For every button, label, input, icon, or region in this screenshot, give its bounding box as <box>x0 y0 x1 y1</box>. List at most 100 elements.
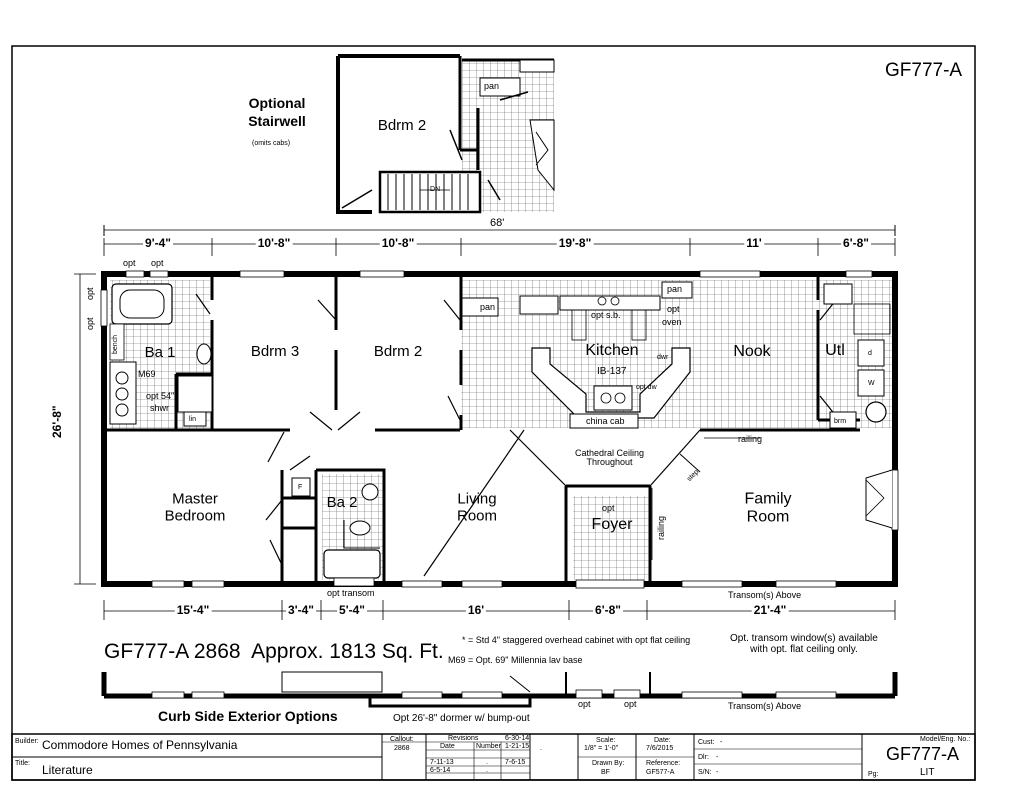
overall-width-dimension: 68' <box>490 217 505 229</box>
tb-reference-value: GF577-A <box>646 769 675 776</box>
tb-rev-number-head: Number <box>476 743 501 750</box>
bottom-dim-1: 15'-4" <box>174 603 212 617</box>
tb-callout-label: Callout: <box>390 736 414 743</box>
annot-opt54: opt 54" <box>146 391 175 401</box>
tb-callout-value: 2868 <box>394 745 410 752</box>
bottom-dim-3: 5'-4" <box>337 603 367 617</box>
exterior-strip <box>101 671 898 708</box>
room-nook: Nook <box>733 343 771 361</box>
annot-pan-right: pan <box>667 284 683 294</box>
annot-oven: oven <box>662 317 682 327</box>
depth-dimension: 26'-8" <box>50 403 64 440</box>
title-block <box>11 733 976 781</box>
annot-w: W <box>868 380 875 387</box>
tb-reference-label: Reference: <box>646 760 681 767</box>
tb-dlr-label: Dlr: <box>698 754 709 761</box>
tb-dlr-value: - <box>716 754 719 761</box>
tb-rev-dot-1: . <box>486 759 488 766</box>
room-ba2: Ba 2 <box>326 493 358 511</box>
top-dim-6: 6'-8" <box>841 236 871 250</box>
tb-builder-label: Builder: <box>15 738 39 745</box>
top-dim-4: 19'-8" <box>556 236 594 250</box>
note-m69: M69 = Opt. 69" Millennia lav base <box>448 655 583 665</box>
stairwell-title: Optional Stairwell <box>248 95 306 130</box>
tb-sn-value: - <box>716 769 719 776</box>
tb-rev-right-1: 6-30-14 <box>505 735 530 742</box>
tb-builder-value: Commodore Homes of Pennsylvania <box>42 738 238 752</box>
stairwell-down-label: DN <box>430 186 441 193</box>
model-code: GF777-A <box>885 60 963 81</box>
tb-date-value: 7/6/2015 <box>646 745 674 752</box>
room-bdrm3: Bdrm 3 <box>250 342 300 360</box>
main-plan <box>100 270 899 589</box>
top-dim-3: 10'-8" <box>379 236 417 250</box>
annot-opt-transom: opt transom <box>327 588 375 598</box>
exterior-dormer-note: Opt 26'-8" dormer w/ bump-out <box>393 713 530 724</box>
top-dim-1: 9'-4" <box>143 236 173 250</box>
annot-shwr: shwr <box>150 403 170 413</box>
stairwell-subtitle: (omits cabs) <box>252 140 291 147</box>
exterior-transom-above: Transom(s) Above <box>728 701 802 711</box>
plan-headline: GF777-A 2868 Approx. 1813 Sq. Ft. <box>104 640 444 663</box>
note-cabinet: * = Std 4" staggered overhead cabinet wi… <box>462 635 691 645</box>
tb-rev-right-2: 1-21-15 <box>505 743 530 750</box>
annot-opt-a: opt <box>123 258 136 268</box>
tb-scale-label: Scale: <box>596 737 616 744</box>
stairwell-bedroom-label: Bdrm 2 <box>377 116 427 134</box>
tb-title-value: Literature <box>42 763 93 777</box>
annot-dwr: dwr <box>657 354 669 361</box>
tb-scale-value: 1/8" = 1'-0" <box>584 745 619 752</box>
kitchen-code: IB-137 <box>597 366 627 377</box>
tb-title-label: Title: <box>15 760 30 767</box>
annot-transom-above: Transom(s) Above <box>728 590 802 600</box>
tb-sn-label: S/N: <box>698 769 712 776</box>
annot-railing-top: railing <box>738 434 763 444</box>
stairwell-inset <box>336 54 555 214</box>
annot-pan-left: pan <box>480 302 496 312</box>
exterior-opt-left: opt <box>578 699 591 709</box>
exterior-opt-right: opt <box>624 699 637 709</box>
bottom-dim-4: 16' <box>465 603 487 617</box>
tb-pg-value: LIT <box>920 767 935 778</box>
annot-opt-dw: opt dw <box>636 384 657 391</box>
tb-cust-value: - <box>720 739 723 746</box>
room-ba1: Ba 1 <box>144 343 176 361</box>
annot-opt-oven: opt <box>667 304 680 314</box>
tb-rev-dot-2: . <box>486 767 488 774</box>
annot-china-cab: china cab <box>586 416 625 426</box>
annot-lin: lin <box>189 416 197 423</box>
annot-bench: bench <box>112 334 119 354</box>
tb-rev-dot-3: . <box>540 745 542 752</box>
room-bdrm2: Bdrm 2 <box>373 342 423 360</box>
bottom-dim-2: 3'-4" <box>286 603 316 617</box>
annot-m69: M69 <box>138 369 156 379</box>
exterior-title: Curb Side Exterior Options <box>158 708 338 724</box>
tb-drawn-by-value: BF <box>601 769 610 776</box>
annot-opt-side: opt <box>85 287 95 300</box>
annot-opt-foyer: opt <box>602 503 615 513</box>
tb-cust-label: Cust: <box>698 739 715 746</box>
top-dim-5: 11' <box>744 236 764 250</box>
tb-rev-left-1: 7-11-13 <box>430 759 454 766</box>
annot-f: F <box>298 484 303 491</box>
tb-rev-right-3: 7-6-15 <box>505 759 526 766</box>
tb-model-value: GF777-A <box>886 744 960 764</box>
room-foyer: Foyer <box>591 516 633 534</box>
top-dim-2: 10'-8" <box>255 236 293 250</box>
tb-drawn-by-label: Drawn By: <box>592 760 625 767</box>
annot-railing-side: railing <box>656 515 666 540</box>
stairwell-pantry-label: pan <box>484 81 500 91</box>
bottom-dim-5: 6'-8" <box>593 603 623 617</box>
tb-date-label: Date: <box>654 737 671 744</box>
annot-opt-side2: opt <box>85 317 95 330</box>
annot-opt-sb: opt s.b. <box>591 310 621 320</box>
tb-rev-date-head: Date <box>440 743 455 750</box>
tb-pg-label: Pg: <box>868 771 879 778</box>
annot-opt-b: opt <box>151 258 164 268</box>
